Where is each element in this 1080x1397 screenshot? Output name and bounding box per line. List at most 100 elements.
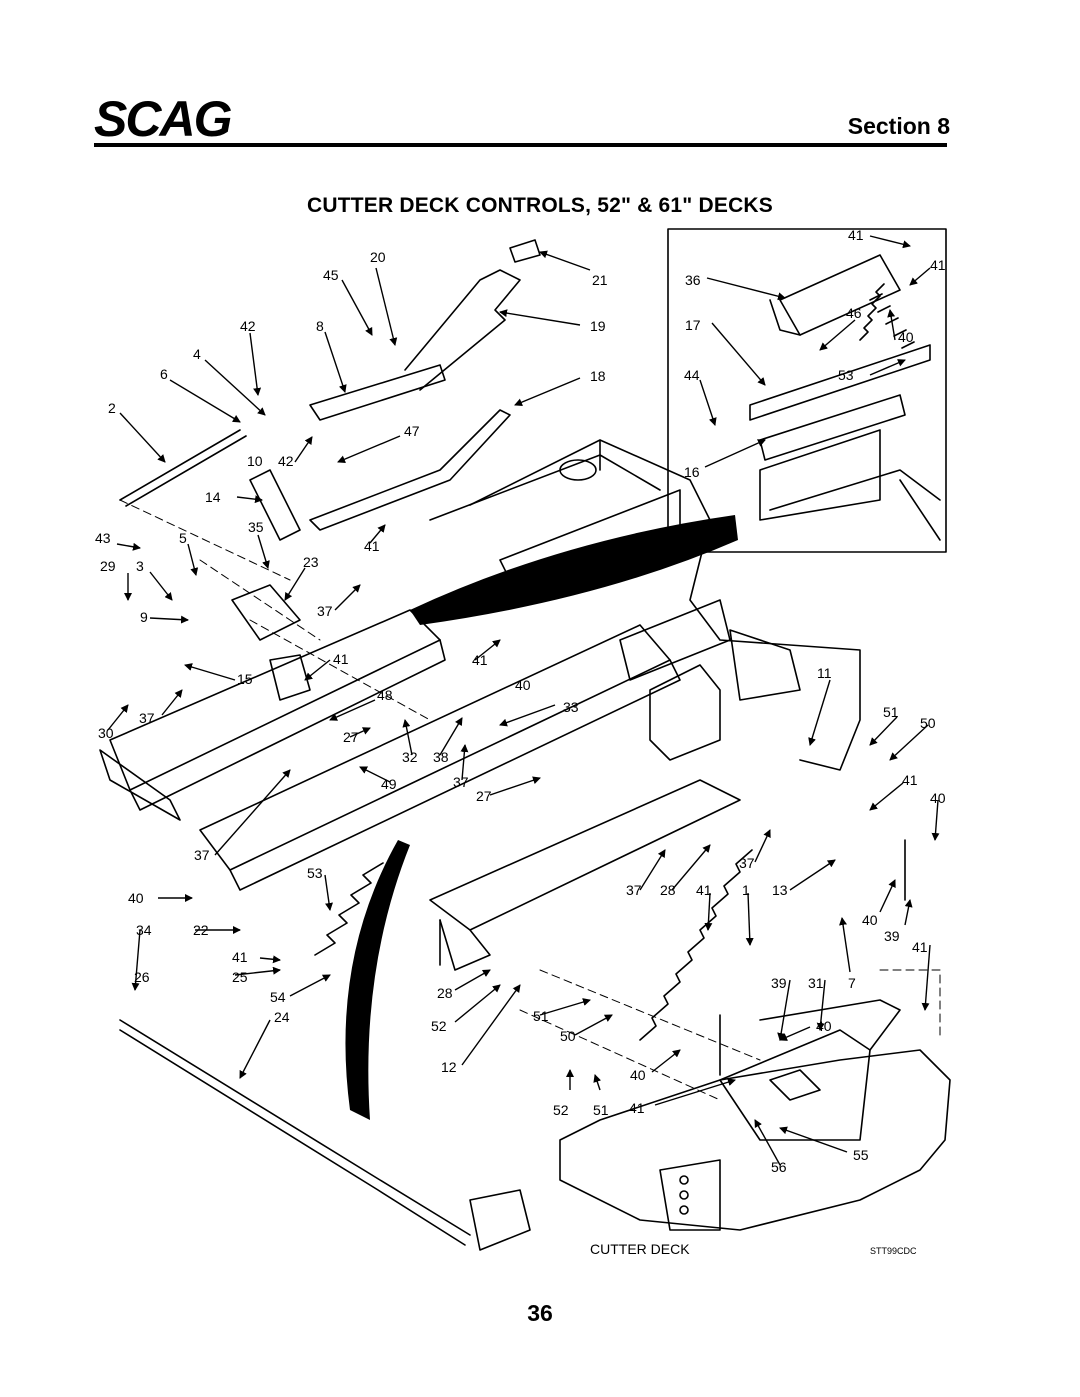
callout-label: 37 bbox=[739, 855, 755, 871]
callout-label: 41 bbox=[696, 882, 712, 898]
callout-label: 30 bbox=[98, 725, 114, 741]
callout-label: 38 bbox=[433, 749, 449, 765]
callout-label: 44 bbox=[684, 367, 700, 383]
callout-label: 47 bbox=[404, 423, 420, 439]
callout-arrows bbox=[107, 235, 940, 1166]
callout-label: 1 bbox=[742, 882, 750, 898]
callout-label: 42 bbox=[240, 318, 256, 334]
callout-label: 40 bbox=[630, 1067, 646, 1083]
callout-label: 52 bbox=[553, 1102, 569, 1118]
inset-detail-box bbox=[667, 228, 947, 553]
actuator-rod bbox=[119, 429, 531, 1251]
callout-label: 53 bbox=[838, 367, 854, 383]
callout-label: 29 bbox=[100, 558, 116, 574]
callout-label: 51 bbox=[533, 1008, 549, 1024]
callout-label: 16 bbox=[684, 464, 700, 480]
inset-hanger-parts bbox=[749, 254, 941, 541]
callout-label: 41 bbox=[848, 227, 864, 243]
callout-label: 50 bbox=[920, 715, 936, 731]
callout-label: 37 bbox=[139, 710, 155, 726]
callout-label: 40 bbox=[930, 790, 946, 806]
callout-label: 41 bbox=[333, 651, 349, 667]
callout-label: 43 bbox=[95, 530, 111, 546]
deck-pointer-wedge bbox=[345, 840, 410, 1120]
callout-label: 49 bbox=[381, 776, 397, 792]
callout-label: 41 bbox=[232, 949, 248, 965]
callout-label: 27 bbox=[343, 729, 359, 745]
callout-label: 22 bbox=[193, 922, 209, 938]
callout-label: 10 bbox=[247, 453, 263, 469]
callout-label: 8 bbox=[316, 318, 324, 334]
drawing-code: STT99CDC bbox=[870, 1246, 917, 1256]
callout-label: 28 bbox=[660, 882, 676, 898]
callout-label: 15 bbox=[237, 671, 253, 687]
diagram-caption: CUTTER DECK bbox=[590, 1241, 690, 1257]
scag-logo: SCAG bbox=[94, 92, 234, 144]
callout-label: 33 bbox=[563, 699, 579, 715]
callout-label: 3 bbox=[136, 558, 144, 574]
callout-label: 12 bbox=[441, 1059, 457, 1075]
callout-label: 45 bbox=[323, 267, 339, 283]
springs bbox=[314, 283, 885, 1041]
callout-label: 14 bbox=[205, 489, 221, 505]
callout-label: 46 bbox=[846, 305, 862, 321]
callout-label: 40 bbox=[862, 912, 878, 928]
callout-label: 56 bbox=[771, 1159, 787, 1175]
callout-label: 13 bbox=[772, 882, 788, 898]
callout-label: 40 bbox=[898, 329, 914, 345]
callout-label: 37 bbox=[453, 774, 469, 790]
callout-label: 25 bbox=[232, 969, 248, 985]
callout-label: 4 bbox=[193, 346, 201, 362]
callout-label: 11 bbox=[817, 665, 832, 681]
deck-lift-bracket bbox=[719, 999, 901, 1141]
callout-label: 40 bbox=[816, 1018, 832, 1034]
callout-labels: 20 45 21 42 8 19 4 6 18 2 47 10 42 14 35… bbox=[95, 227, 946, 1175]
callout-label: 39 bbox=[771, 975, 787, 991]
callout-label: 41 bbox=[930, 257, 946, 273]
callout-label: 51 bbox=[593, 1102, 609, 1118]
callout-label: 42 bbox=[278, 453, 294, 469]
callout-label: 6 bbox=[160, 366, 168, 382]
callout-label: 37 bbox=[626, 882, 642, 898]
section-label: Section 8 bbox=[847, 113, 950, 139]
callout-label: 17 bbox=[685, 317, 701, 333]
header-divider bbox=[94, 143, 947, 147]
callout-label: 28 bbox=[437, 985, 453, 1001]
page-number: 36 bbox=[527, 1300, 553, 1326]
main-frame-rails bbox=[199, 624, 741, 971]
callout-label: 41 bbox=[364, 538, 380, 554]
callout-label: 7 bbox=[848, 975, 856, 991]
callout-label: 48 bbox=[377, 687, 393, 703]
callout-label: 40 bbox=[515, 677, 531, 693]
callout-label: 51 bbox=[883, 704, 899, 720]
callout-label: 55 bbox=[853, 1147, 869, 1163]
callout-label: 19 bbox=[590, 318, 606, 334]
callout-label: 2 bbox=[108, 400, 116, 416]
page-title: CUTTER DECK CONTROLS, 52" & 61" DECKS bbox=[306, 194, 774, 217]
callout-label: 41 bbox=[629, 1100, 645, 1116]
callout-label: 31 bbox=[808, 975, 824, 991]
callout-label: 36 bbox=[685, 272, 701, 288]
callout-label: 41 bbox=[912, 939, 928, 955]
callout-label: 41 bbox=[902, 772, 918, 788]
callout-label: 50 bbox=[560, 1028, 576, 1044]
callout-label: 53 bbox=[307, 865, 323, 881]
deck-housing bbox=[559, 1049, 951, 1231]
callout-label: 32 bbox=[402, 749, 418, 765]
dashed-leader-lines bbox=[119, 499, 941, 1101]
callout-label: 54 bbox=[270, 989, 286, 1005]
callout-label: 23 bbox=[303, 554, 319, 570]
callout-label: 26 bbox=[134, 969, 150, 985]
callout-label: 52 bbox=[431, 1018, 447, 1034]
callout-label: 35 bbox=[248, 519, 264, 535]
callout-label: 9 bbox=[140, 609, 148, 625]
callout-label: 40 bbox=[128, 890, 144, 906]
callout-label: 21 bbox=[592, 272, 608, 288]
chains bbox=[719, 839, 906, 1076]
callout-label: 27 bbox=[476, 788, 492, 804]
callout-label: 39 bbox=[884, 928, 900, 944]
callout-label: 37 bbox=[317, 603, 333, 619]
callout-label: 18 bbox=[590, 368, 606, 384]
callout-label: 37 bbox=[194, 847, 210, 863]
